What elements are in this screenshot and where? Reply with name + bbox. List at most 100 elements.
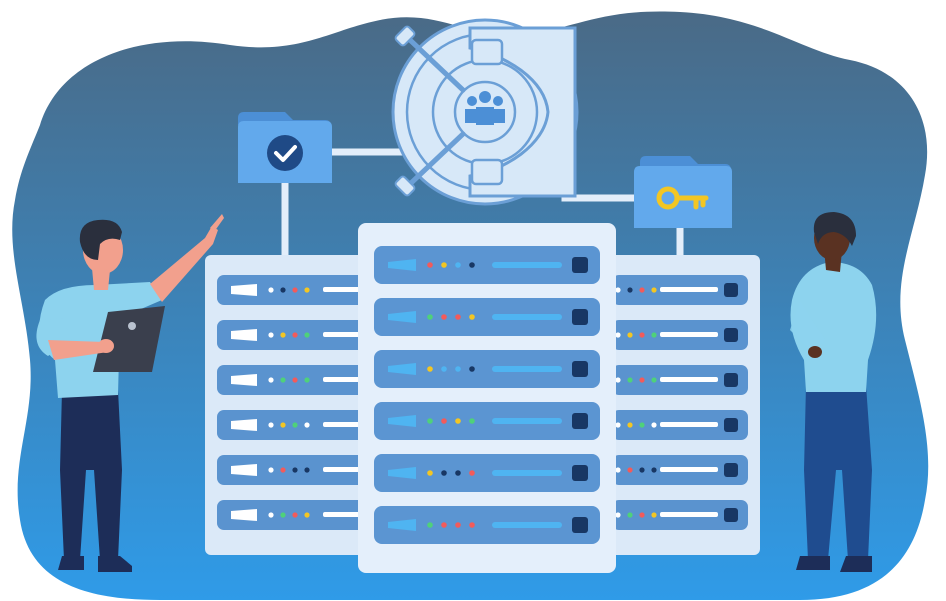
status-led	[292, 377, 298, 383]
power-button	[572, 257, 588, 273]
status-led	[469, 262, 475, 268]
power-button	[724, 328, 738, 342]
vault-spoke-bl	[407, 131, 466, 187]
status-led	[615, 467, 621, 473]
drive-slot	[388, 311, 416, 323]
vault-handle-tl	[394, 25, 416, 47]
server-unit	[612, 320, 748, 350]
drive-slot	[388, 363, 416, 375]
status-led	[427, 314, 433, 320]
shoe-right-2	[840, 556, 872, 572]
drive-slot	[388, 467, 416, 479]
drive-slot	[231, 284, 257, 296]
status-led	[639, 467, 645, 473]
vault-hinge-bottom	[470, 158, 504, 186]
status-led	[627, 332, 633, 338]
server-unit	[374, 350, 600, 388]
status-led	[441, 262, 447, 268]
server-rack-right	[600, 255, 760, 555]
server-unit	[612, 500, 748, 530]
status-led	[304, 467, 310, 473]
status-led	[651, 512, 657, 518]
hair-left	[79, 219, 122, 260]
drive-bar	[492, 522, 562, 528]
status-led	[441, 470, 447, 476]
status-led	[427, 262, 433, 268]
shoe-right-1	[796, 556, 830, 570]
status-led	[427, 470, 433, 476]
status-led	[469, 522, 475, 528]
folder-right	[634, 156, 732, 228]
status-led	[651, 332, 657, 338]
server-unit	[217, 320, 393, 350]
server-unit	[612, 275, 748, 305]
status-led	[427, 522, 433, 528]
status-led	[268, 287, 274, 293]
power-button	[724, 508, 738, 522]
check-icon	[274, 145, 297, 162]
status-led	[639, 512, 645, 518]
tablet	[93, 306, 165, 372]
status-led	[304, 287, 310, 293]
status-led	[627, 287, 633, 293]
status-led	[268, 512, 274, 518]
status-led	[455, 470, 461, 476]
status-led	[469, 470, 475, 476]
power-button	[572, 465, 588, 481]
status-led	[615, 422, 621, 428]
server-unit	[374, 454, 600, 492]
drive-bar	[660, 422, 718, 427]
status-led	[469, 366, 475, 372]
status-led	[469, 314, 475, 320]
status-led	[304, 377, 310, 383]
status-led	[639, 377, 645, 383]
drive-slot	[231, 374, 257, 386]
status-led	[615, 512, 621, 518]
status-led	[268, 377, 274, 383]
status-led	[627, 467, 633, 473]
drive-bar	[323, 512, 363, 517]
status-led	[615, 332, 621, 338]
drive-slot	[388, 259, 416, 271]
status-led	[304, 422, 310, 428]
status-led	[455, 418, 461, 424]
status-led	[441, 366, 447, 372]
status-led	[280, 377, 286, 383]
hair-right	[813, 212, 856, 246]
power-button	[572, 361, 588, 377]
drive-bar	[660, 377, 718, 382]
status-led	[268, 422, 274, 428]
status-led	[651, 467, 657, 473]
server-unit	[374, 298, 600, 336]
status-led	[292, 422, 298, 428]
server-unit	[612, 410, 748, 440]
status-led	[268, 332, 274, 338]
folder-left	[238, 112, 332, 183]
vault-handle-bl	[394, 175, 416, 197]
status-led	[627, 422, 633, 428]
status-led	[292, 332, 298, 338]
power-button	[724, 463, 738, 477]
drive-slot	[388, 415, 416, 427]
drive-bar	[492, 470, 562, 476]
status-led	[292, 512, 298, 518]
drive-bar	[492, 262, 562, 268]
drive-bar	[492, 418, 562, 424]
status-led	[639, 422, 645, 428]
drive-bar	[323, 377, 363, 382]
status-led	[280, 332, 286, 338]
server-rack-left	[205, 255, 405, 555]
drive-bar	[323, 332, 363, 337]
status-led	[304, 332, 310, 338]
users-icon	[465, 91, 505, 125]
status-led	[639, 332, 645, 338]
server-unit	[374, 246, 600, 284]
vault-hinge-top	[470, 38, 504, 66]
drive-bar	[323, 287, 363, 292]
server-unit	[612, 365, 748, 395]
power-button	[572, 413, 588, 429]
person-left	[36, 214, 224, 572]
status-led	[455, 366, 461, 372]
status-led	[268, 467, 274, 473]
drive-bar	[660, 332, 718, 337]
